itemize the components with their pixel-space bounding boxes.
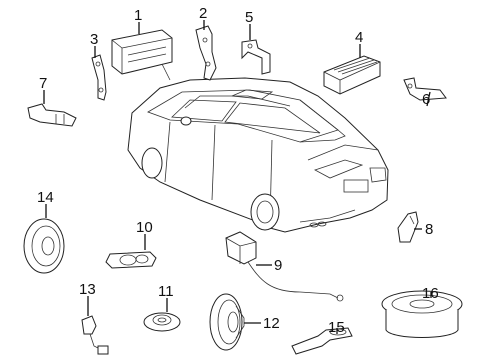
callout-3: 3 (90, 31, 98, 48)
callout-14: 14 (37, 189, 54, 206)
callout-13: 13 (79, 281, 96, 298)
part-15-speaker-bracket (291, 327, 353, 355)
callout-4: 4 (355, 29, 363, 46)
callout-labels: 1 2 3 4 5 6 7 8 9 10 11 12 13 14 15 16 (37, 5, 439, 336)
callout-16: 16 (422, 285, 439, 302)
part-3-bracket (91, 54, 107, 101)
part-1-audio-unit (111, 29, 173, 81)
part-11-tweeter (143, 312, 181, 332)
callout-8: 8 (425, 221, 433, 238)
vehicle-illustration (127, 77, 389, 233)
callout-2: 2 (199, 5, 207, 22)
callout-12: 12 (263, 315, 280, 332)
part-5-bracket (241, 39, 271, 75)
part-13-connector (81, 315, 109, 355)
callout-1: 1 (134, 7, 142, 24)
callout-11: 11 (158, 283, 174, 300)
part-16-subwoofer (381, 290, 463, 338)
part-7-sensor (27, 103, 77, 127)
part-8-module (397, 211, 419, 243)
part-9-antenna-cable (225, 231, 344, 302)
callout-9: 9 (274, 257, 282, 274)
part-4-amplifier (323, 55, 381, 95)
part-14-speaker (23, 218, 65, 274)
callout-10: 10 (136, 219, 153, 236)
part-6-bracket (403, 77, 447, 101)
leader-lines (43, 20, 432, 334)
part-12-speaker (209, 293, 245, 351)
callout-6: 6 (422, 91, 430, 108)
callout-7: 7 (39, 75, 47, 92)
part-2-bracket (195, 25, 217, 81)
part-10-speaker (105, 251, 157, 269)
callout-5: 5 (245, 9, 253, 26)
callout-15: 15 (328, 319, 345, 336)
